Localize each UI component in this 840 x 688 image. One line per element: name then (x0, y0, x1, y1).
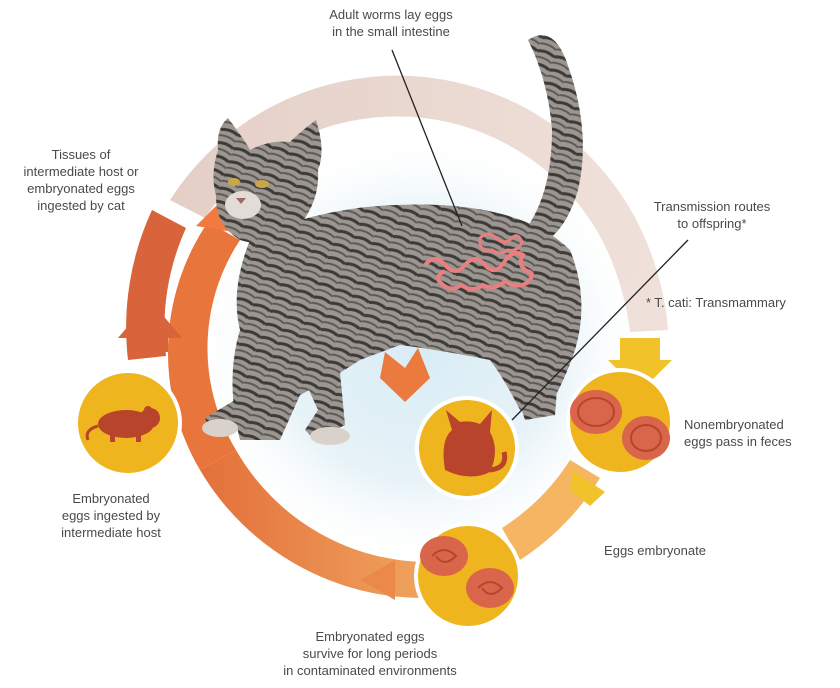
cat-eye-right (255, 180, 269, 188)
label-transmission: Transmission routes to offspring* (632, 198, 792, 232)
label-embryonate: Eggs embryonate (580, 542, 730, 559)
label-tissues: Tissues of intermediate host or embryona… (0, 146, 162, 214)
label-transmammary-text: * T. cati: Transmammary (646, 294, 832, 311)
node-egg-bottom (416, 524, 520, 628)
label-intermediate-host-line3: intermediate host (26, 524, 196, 541)
label-survive-line3: in contaminated environments (250, 662, 490, 679)
label-adult-worms-line2: in the small intestine (286, 23, 496, 40)
label-embryonate-text: Eggs embryonate (580, 542, 730, 559)
label-adult-worms: Adult worms lay eggs in the small intest… (286, 6, 496, 40)
cat-paw-right (310, 427, 350, 445)
label-survive-line2: survive for long periods (250, 645, 490, 662)
label-nonembryonated-line1: Nonembryonated (684, 416, 830, 433)
cat-eye-left (228, 178, 240, 186)
label-nonembryonated: Nonembryonated eggs pass in feces (684, 416, 830, 450)
label-tissues-line1: Tissues of (0, 146, 162, 163)
label-tissues-line2: intermediate host or (0, 163, 162, 180)
label-transmammary: * T. cati: Transmammary (646, 294, 832, 311)
label-intermediate-host-line1: Embryonated (26, 490, 196, 507)
label-survive-line1: Embryonated eggs (250, 628, 490, 645)
label-survive: Embryonated eggs survive for long period… (250, 628, 490, 679)
cat-muzzle (225, 191, 261, 219)
node-egg-right (568, 370, 672, 474)
label-intermediate-host-line2: eggs ingested by (26, 507, 196, 524)
node-rat (76, 371, 180, 475)
label-adult-worms-line1: Adult worms lay eggs (286, 6, 496, 23)
label-tissues-line4: ingested by cat (0, 197, 162, 214)
node-kitten (417, 398, 517, 498)
label-nonembryonated-line2: eggs pass in feces (684, 433, 830, 450)
label-tissues-line3: embryonated eggs (0, 180, 162, 197)
label-intermediate-host: Embryonated eggs ingested by intermediat… (26, 490, 196, 541)
cat-paw-left (202, 419, 238, 437)
label-transmission-line2: to offspring* (632, 215, 792, 232)
label-transmission-line1: Transmission routes (632, 198, 792, 215)
